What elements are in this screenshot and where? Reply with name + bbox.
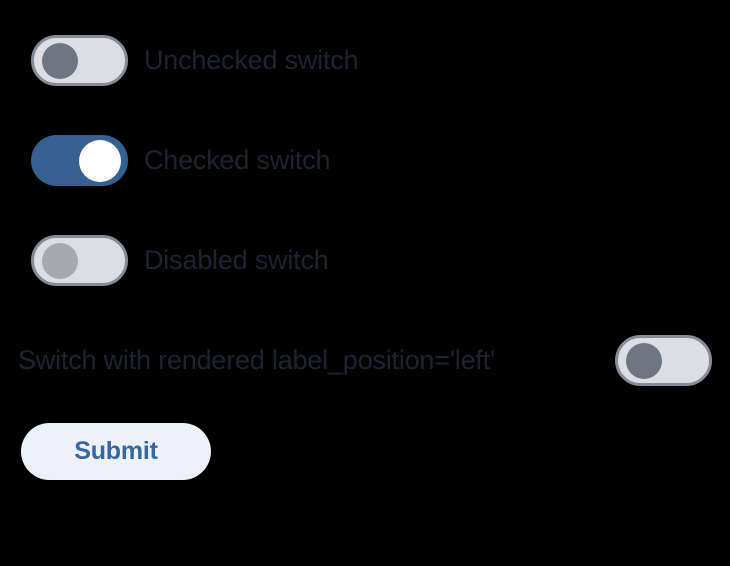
switch-label-left-position: Switch with rendered label_position='lef… xyxy=(18,345,495,375)
toggle-switch-disabled xyxy=(31,235,128,286)
switch-row-disabled: Disabled switch xyxy=(31,235,329,286)
switch-row-unchecked: Unchecked switch xyxy=(31,35,359,86)
submit-button[interactable]: Submit xyxy=(21,423,211,480)
toggle-switch-checked[interactable] xyxy=(31,135,128,186)
switch-label-disabled: Disabled switch xyxy=(144,245,329,275)
switch-knob-icon xyxy=(626,342,662,379)
switch-row-checked: Checked switch xyxy=(31,135,330,186)
toggle-switch-unchecked[interactable] xyxy=(31,35,128,86)
switch-knob-icon xyxy=(79,139,121,182)
switch-label-checked: Checked switch xyxy=(144,145,331,175)
switch-row-left-label: Switch with rendered label_position='lef… xyxy=(18,335,712,386)
toggle-switch-left-label[interactable] xyxy=(615,335,712,386)
switch-label-unchecked: Unchecked switch xyxy=(144,45,359,75)
switch-knob-icon xyxy=(42,242,78,279)
switch-knob-icon xyxy=(42,42,78,79)
